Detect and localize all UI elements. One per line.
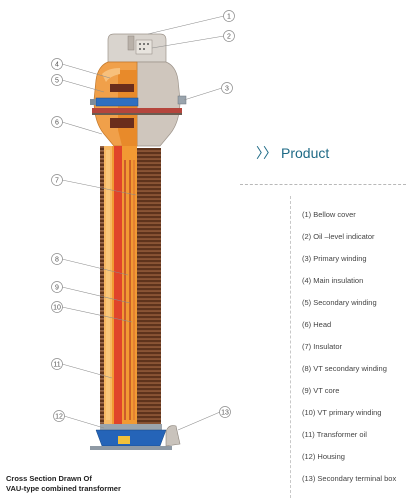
callouts [51, 10, 235, 422]
callout-num-8: 8 [55, 257, 59, 264]
figure-caption: Cross Section Drawn Of VAU-type combined… [6, 474, 121, 494]
callout-2 [223, 30, 235, 42]
callout-num-13: 13 [221, 410, 229, 417]
callout-9 [51, 281, 63, 293]
primary-winding [90, 95, 187, 107]
callout-num-7: 7 [55, 178, 59, 185]
legend-item: (7) Insulator [302, 342, 343, 351]
callout-num-12: 12 [55, 414, 63, 421]
legend-item: (5) Secondary winding [302, 298, 377, 307]
legend-item: (2) Oil –level indicator [302, 232, 375, 241]
callout-13 [219, 406, 231, 418]
main-insulation [102, 68, 120, 82]
legend-item: (4) Main insulation [302, 276, 364, 285]
secondary-winding [110, 84, 134, 128]
caption-line-2: VAU-type combined transformer [6, 484, 121, 493]
legend-item: (3) Primary winding [302, 254, 367, 263]
legend-item: (12) Housing [302, 452, 345, 461]
callout-num-9: 9 [55, 285, 59, 292]
housing [90, 424, 172, 450]
callout-num-4: 4 [55, 62, 59, 69]
callout-num-2: 2 [227, 34, 231, 41]
callout-8 [51, 253, 63, 265]
callout-num-6: 6 [55, 120, 59, 127]
callout-num-11: 11 [53, 362, 60, 369]
component-legend: (1) Bellow cover (2) Oil –level indicato… [302, 210, 396, 496]
heading-title: Product [281, 145, 330, 161]
chevron-right-icon: 〉〉 [256, 145, 277, 161]
callout-12 [53, 410, 65, 422]
callout-5 [51, 74, 63, 86]
callout-4 [51, 58, 63, 70]
callout-num-3: 3 [225, 86, 229, 93]
legend-item: (11) Transformer oil [302, 430, 367, 439]
callout-1 [223, 10, 235, 22]
insulator [100, 146, 161, 424]
legend-item: (9) VT core [302, 386, 340, 395]
legend-item: (6) Head [302, 320, 332, 329]
oil-level-indicator [135, 39, 153, 55]
callout-3 [221, 82, 233, 94]
heading-divider [240, 184, 406, 185]
product-heading: 〉〉Product [256, 143, 329, 163]
leader-lines [61, 15, 225, 431]
callout-num-5: 5 [55, 78, 59, 85]
callout-11 [51, 358, 63, 370]
caption-line-1: Cross Section Drawn Of [6, 474, 92, 483]
callout-10 [51, 301, 63, 313]
callout-7 [51, 174, 63, 186]
transformer-oil [106, 150, 110, 420]
legend-item: (1) Bellow cover [302, 210, 356, 219]
legend-item: (10) VT primary winding [302, 408, 382, 417]
legend-guide-line [290, 196, 291, 498]
legend-item: (13) Secondary terminal box [302, 474, 397, 483]
callout-num-10: 10 [53, 305, 61, 312]
callout-numbers: 1 2 3 4 5 6 7 8 9 10 11 12 13 [53, 14, 231, 421]
callout-6 [51, 116, 63, 128]
callout-num-1: 1 [227, 14, 231, 21]
legend-item: (8) VT secondary winding [302, 364, 387, 373]
secondary-terminal-box [165, 425, 181, 447]
